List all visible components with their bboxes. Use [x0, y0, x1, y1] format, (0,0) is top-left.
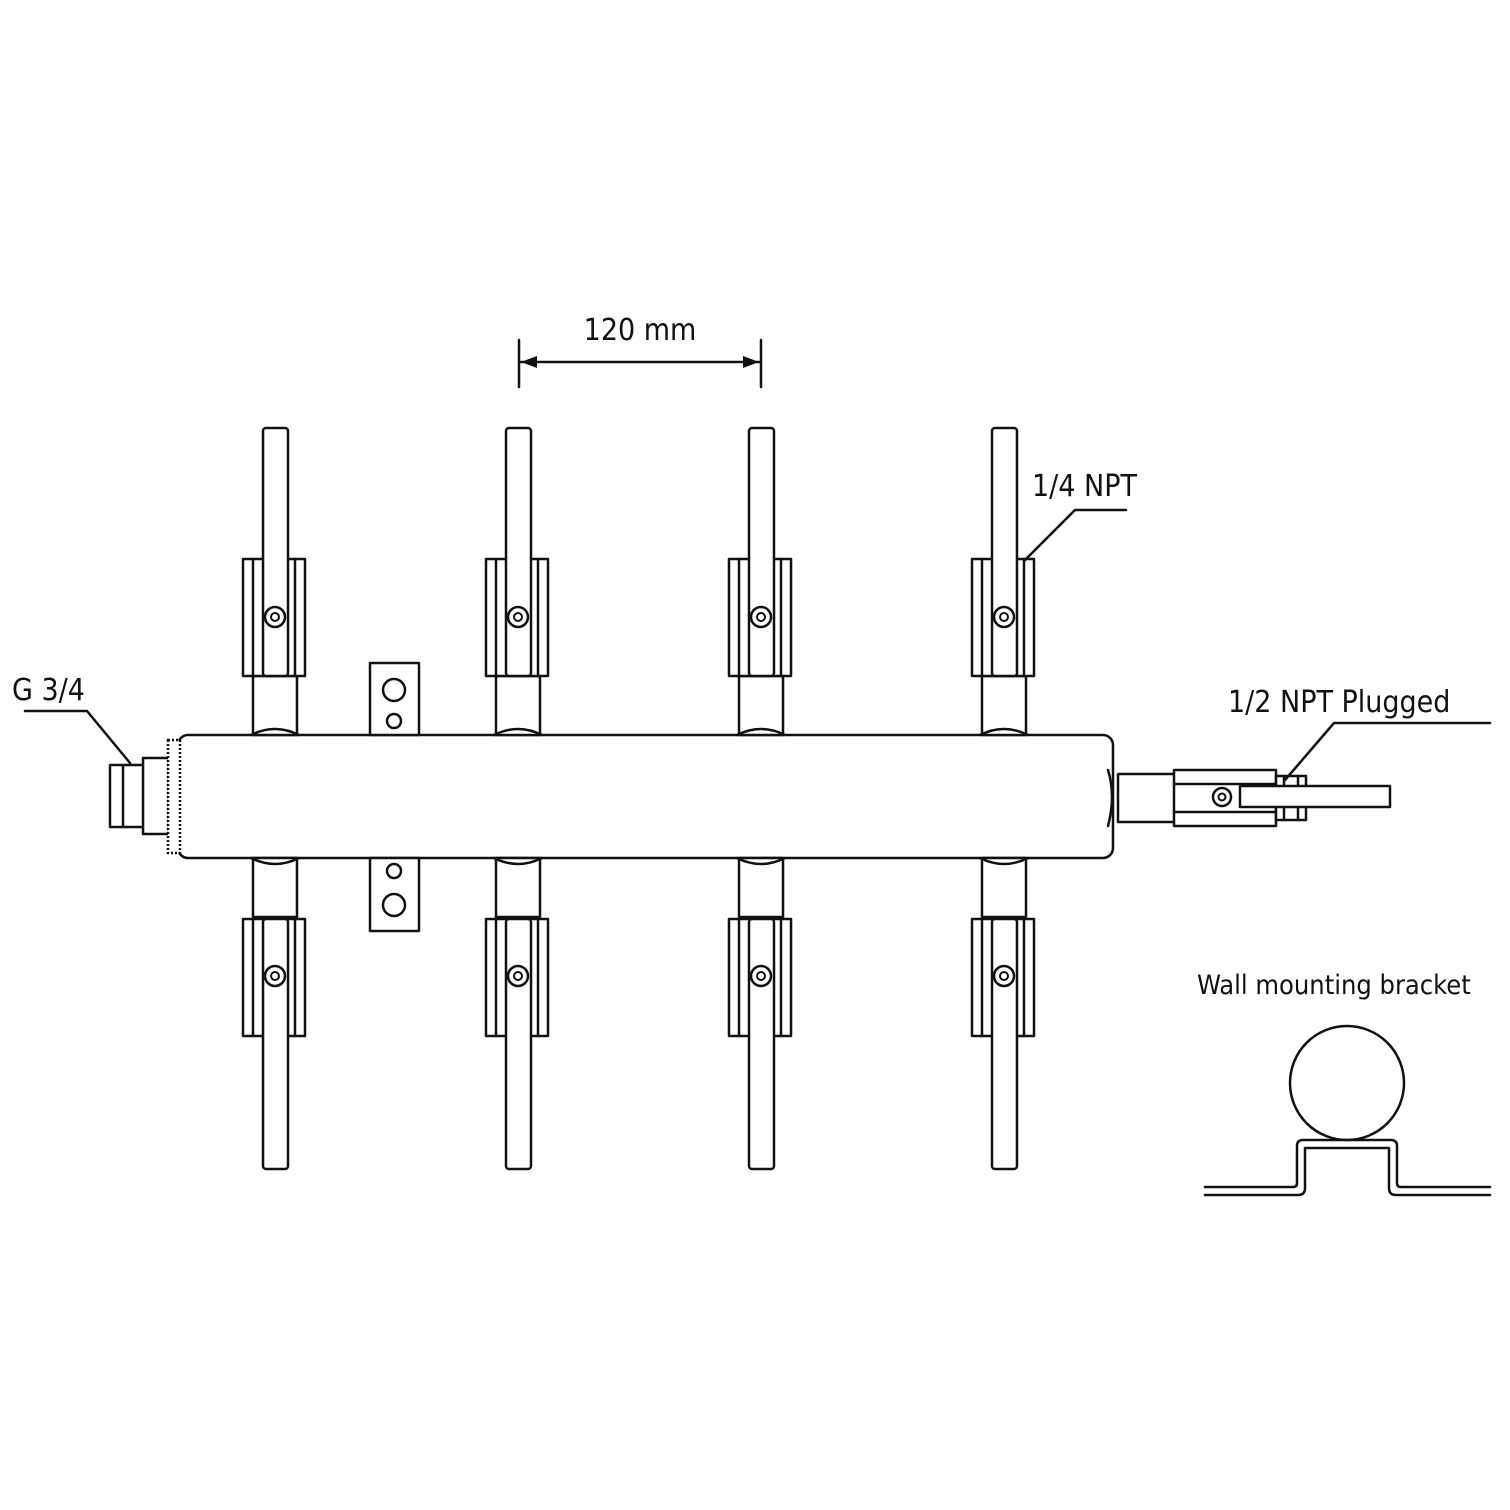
end-port-callout: 1/2 NPT Plugged	[1228, 685, 1492, 782]
wall-bracket-detail: Wall mounting bracket	[1197, 970, 1492, 1197]
bottom-valve-1	[241, 856, 307, 1171]
bracket-pipe-circle	[1288, 1024, 1406, 1142]
top-valve-3	[727, 426, 793, 737]
bottom-valve-3	[727, 856, 793, 1171]
top-valve-row	[241, 426, 1036, 737]
mounting-plate-top	[368, 661, 421, 737]
bottom-valve-4	[970, 856, 1036, 1171]
spacing-label: 120 mm	[584, 313, 697, 348]
outlet-port-label: 1/4 NPT	[1032, 469, 1137, 504]
end-port-assembly	[1116, 768, 1392, 828]
mounting-plate-bottom	[368, 856, 421, 933]
outlet-port-callout: 1/4 NPT	[1023, 469, 1137, 562]
bottom-valve-row	[241, 856, 1036, 1171]
inlet-callout: G 3/4	[12, 673, 132, 765]
bracket-label: Wall mounting bracket	[1197, 970, 1471, 1001]
spacing-dimension: 120 mm	[517, 313, 763, 389]
end-port-label: 1/2 NPT Plugged	[1228, 685, 1450, 720]
manifold-body	[176, 733, 1115, 860]
top-valve-1	[241, 426, 307, 737]
bottom-valve-2	[484, 856, 550, 1171]
inlet-fitting	[108, 738, 182, 855]
top-valve-4	[970, 426, 1036, 737]
inlet-label: G 3/4	[12, 673, 85, 708]
top-valve-2	[484, 426, 550, 737]
